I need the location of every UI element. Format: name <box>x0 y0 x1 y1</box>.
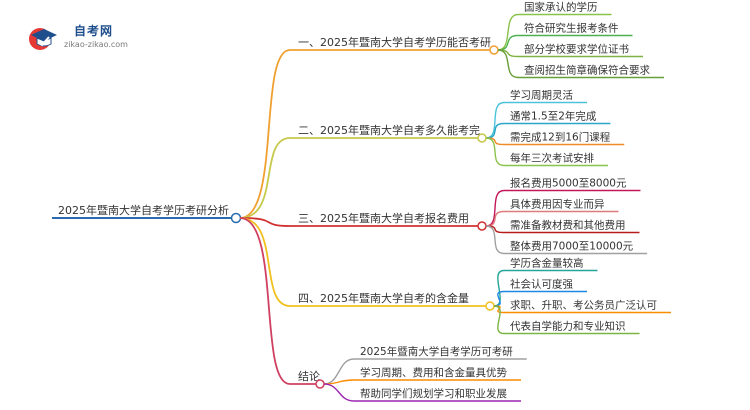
branch-label: 四、2025年暨南大学自考的含金量 <box>298 291 469 305</box>
child-label: 2025年暨南大学自考学历可考研 <box>360 345 513 358</box>
child-label: 部分学校要求学位证书 <box>524 43 629 56</box>
child-label: 代表自学能力和专业知识 <box>510 320 626 333</box>
root-node <box>230 212 242 224</box>
child-connector <box>493 305 505 335</box>
logo-title: 自考网 <box>74 24 114 38</box>
branch-label: 结论 <box>298 369 320 383</box>
child-connector <box>323 379 355 385</box>
child-label: 报名费用5000至8000元 <box>510 177 627 190</box>
child-label: 求职、升职、考公务员广泛认可 <box>510 299 657 312</box>
branch-label: 二、2025年暨南大学自考多久能考完 <box>298 123 480 137</box>
branch-connector <box>239 217 291 307</box>
branch-connector <box>239 217 291 227</box>
child-connector <box>485 137 505 167</box>
child-label: 查阅招生简章确保符合要求 <box>524 64 650 77</box>
child-label: 需完成12到16门课程 <box>510 131 611 144</box>
branch-node <box>477 133 487 143</box>
child-connector <box>497 49 519 79</box>
child-label: 学习周期灵活 <box>510 89 573 102</box>
child-label: 每年三次考试安排 <box>510 152 594 165</box>
branch-label: 三、2025年暨南大学自考报名费用 <box>298 211 469 225</box>
root-label: 2025年暨南大学自考学历考研分析 <box>58 203 229 217</box>
child-label: 需准备教材费和其他费用 <box>510 219 626 232</box>
child-label: 具体费用因专业而异 <box>510 198 605 211</box>
child-label: 学习周期、费用和含金量具优势 <box>360 366 507 379</box>
branch-node <box>489 45 499 55</box>
branch-connector <box>239 137 291 219</box>
branch-label: 一、2025年暨南大学自考学历能否考研 <box>298 35 491 49</box>
branch-node <box>315 379 325 389</box>
child-connector <box>497 34 519 51</box>
site-logo[interactable]: 自考网 zikao-zikao.com <box>28 20 148 60</box>
branch-node <box>477 221 487 231</box>
child-connector <box>485 225 505 255</box>
child-label: 整体费用7000至10000元 <box>510 240 634 253</box>
branch-connector <box>239 49 291 219</box>
child-label: 通常1.5至2年完成 <box>510 110 597 123</box>
logo-url: zikao-zikao.com <box>64 40 128 49</box>
child-label: 学历含金量较高 <box>510 257 584 270</box>
child-label: 帮助同学们规划学习和职业发展 <box>360 387 507 400</box>
child-connector <box>323 383 355 402</box>
child-label: 社会认可度强 <box>510 278 573 291</box>
graduation-cap-icon <box>29 28 57 50</box>
branch-node <box>485 301 495 311</box>
child-label: 符合研究生报考条件 <box>524 22 619 35</box>
branch-connector <box>239 217 291 385</box>
child-label: 国家承认的学历 <box>524 1 598 14</box>
